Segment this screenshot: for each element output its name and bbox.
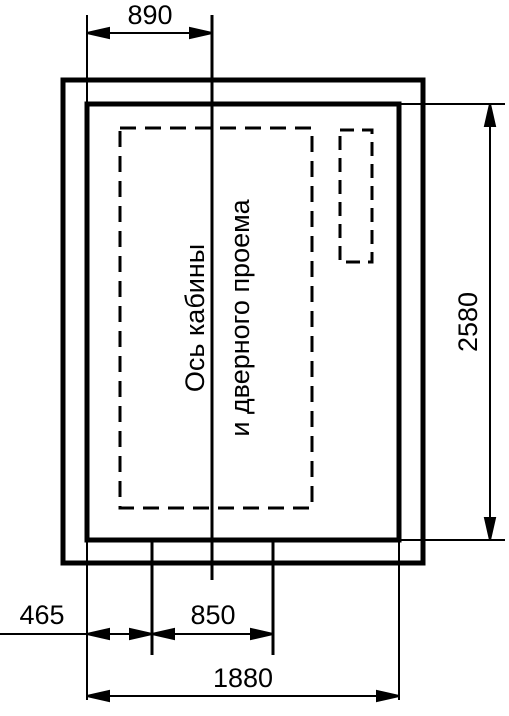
dimension-465-label: 465 bbox=[19, 600, 64, 630]
axis-caption-line1: Ось кабины bbox=[180, 244, 210, 392]
dimension-1880 bbox=[86, 689, 400, 703]
dimension-890 bbox=[86, 26, 213, 40]
outer-shaft-wall bbox=[60, 77, 426, 566]
dimension-465-850 bbox=[0, 627, 274, 641]
dimension-2580-label: 2580 bbox=[453, 292, 483, 352]
axis-caption: Ось кабины и дверного проема bbox=[180, 198, 255, 436]
door-jambs bbox=[150, 540, 275, 655]
dimension-850-label: 850 bbox=[190, 600, 235, 630]
axis-caption-line2: и дверного проема bbox=[225, 198, 255, 436]
extension-lines bbox=[86, 15, 505, 700]
dimension-890-label: 890 bbox=[127, 0, 172, 30]
dimension-1880-label: 1880 bbox=[213, 663, 273, 693]
dimension-2580 bbox=[483, 103, 497, 541]
inner-dashed-zone bbox=[118, 126, 314, 510]
control-panel-dashed bbox=[338, 128, 374, 264]
